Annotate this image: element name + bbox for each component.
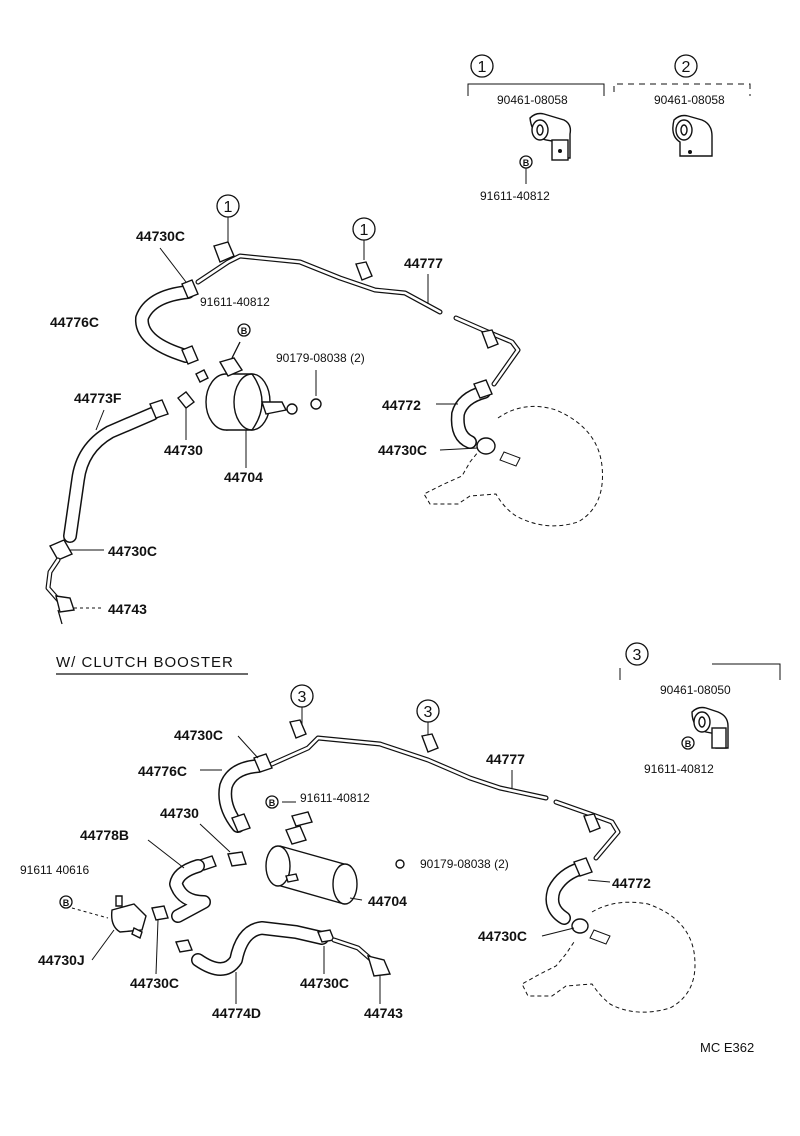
label-top-bolt: 91611-40812 — [200, 295, 270, 309]
hose-clamp-icon — [181, 279, 199, 299]
top-assembly: 1 1 — [45, 194, 603, 625]
bolt-b-icon — [237, 323, 251, 337]
callout-2-number: 2 — [682, 59, 691, 76]
pipe-clip-icon — [213, 241, 499, 349]
top-master-cylinder — [423, 405, 603, 527]
clip-1-part-number: 90461-08058 — [497, 93, 568, 107]
bottom-hose-44776c — [218, 759, 265, 833]
union-icon — [55, 595, 75, 613]
label-bottom-44772: 44772 — [612, 875, 651, 891]
label-bottom-44730c-upper: 44730C — [174, 727, 223, 743]
hose-clamp-icon — [253, 753, 273, 773]
hose-clamp-icon — [49, 539, 73, 561]
clip-3-part-number: 90461-08050 — [660, 683, 731, 697]
callout-circle-1 — [470, 54, 494, 78]
bottom-hose-44772 — [545, 861, 589, 925]
label-bottom-44778b: 44778B — [80, 827, 129, 843]
label-bottom-44774d: 44774D — [212, 1005, 261, 1021]
label-bottom-bolt-left-symbol: B — [63, 898, 70, 908]
section-title-clutch-booster: W/ CLUTCH BOOSTER — [56, 654, 234, 671]
joint-44730j — [110, 895, 147, 939]
bottom-pipe-44777 — [269, 735, 621, 861]
label-bottom-44730c-a: 44730C — [130, 975, 179, 991]
label-top-44704: 44704 — [224, 469, 263, 485]
clip-2-part-number: 90461-08058 — [654, 93, 725, 107]
hose-clamp-icon — [175, 939, 193, 953]
label-bottom-44730c-right: 44730C — [478, 928, 527, 944]
fitting-icon — [227, 851, 247, 867]
bottom-hose-44778b — [169, 859, 211, 923]
clip-3-bolt-symbol: B — [685, 739, 692, 749]
clamp-3-icon — [691, 706, 729, 749]
bolt-b-symbol: B — [523, 158, 530, 168]
fitting-icon — [177, 391, 195, 409]
nut-icon — [310, 398, 322, 410]
bottom-assembly: 3 3 — [20, 684, 696, 1021]
nut-icon — [395, 859, 405, 869]
hose-clamp-icon — [231, 813, 251, 833]
callout-1-number: 1 — [478, 59, 487, 76]
label-top-44743: 44743 — [108, 601, 147, 617]
label-top-44773f: 44773F — [74, 390, 122, 406]
bolt-b-icon — [265, 795, 279, 809]
bottom-master-cylinder — [521, 901, 696, 1013]
top-pipe-44777 — [195, 253, 521, 387]
callout-top-1a: 1 — [224, 199, 233, 216]
bottom-hose-44774d — [191, 921, 329, 976]
hose-clamp-icon — [573, 857, 593, 877]
label-bottom-44730: 44730 — [160, 805, 199, 821]
bottom-tank-44704 — [265, 811, 358, 905]
label-top-44730: 44730 — [164, 442, 203, 458]
clamp-2-icon — [672, 114, 713, 157]
label-top-bolt-symbol: B — [241, 326, 248, 336]
callout-circle-2 — [674, 54, 698, 78]
label-top-44730c-right: 44730C — [378, 442, 427, 458]
label-bottom-bolt-symbol: B — [269, 798, 276, 808]
hose-clamp-icon — [151, 905, 169, 921]
top-hose-44773f — [63, 407, 159, 543]
callout-circle-3 — [625, 642, 649, 666]
label-bottom-44776c: 44776C — [138, 763, 187, 779]
hose-clamp-icon — [181, 345, 199, 365]
label-top-44777: 44777 — [404, 255, 443, 271]
bolt-b-icon — [59, 895, 73, 909]
label-bottom-44777: 44777 — [486, 751, 525, 767]
top-tank-44704 — [195, 341, 298, 431]
top-hose-44776c — [134, 285, 195, 363]
clip-1-inset: 1 90461-08058 B 91611-40812 — [467, 54, 605, 203]
clip-2-inset: 2 90461-08058 — [613, 54, 751, 157]
hose-clamp-icon — [149, 399, 169, 419]
bolt-b-icon — [681, 736, 695, 750]
label-top-44772: 44772 — [382, 397, 421, 413]
hose-clamp-icon — [476, 437, 496, 455]
callout-3-number: 3 — [633, 647, 642, 664]
diagram-code: MC E362 — [700, 1040, 754, 1055]
pipe-clip-icon — [289, 719, 601, 833]
label-top-44776c: 44776C — [50, 314, 99, 330]
label-bottom-44730c-b: 44730C — [300, 975, 349, 991]
union-icon — [366, 955, 392, 977]
top-hose-44772 — [450, 385, 491, 449]
label-bottom-nut: 90179-08038 (2) — [420, 857, 509, 871]
label-bottom-44730j: 44730J — [38, 952, 85, 968]
label-top-44730c-lower: 44730C — [108, 543, 157, 559]
hose-clamp-icon — [473, 379, 493, 399]
label-top-44730c-upper: 44730C — [136, 228, 185, 244]
label-top-nut: 90179-08038 (2) — [276, 351, 365, 365]
label-bottom-bolt: 91611-40812 — [300, 791, 370, 805]
label-bottom-44743: 44743 — [364, 1005, 403, 1021]
label-bottom-bolt-left: 91611 40616 — [20, 863, 90, 877]
clip-1-bolt-number: 91611-40812 — [480, 189, 550, 203]
clip-3-bolt-number: 91611-40812 — [644, 762, 714, 776]
clamp-1-icon — [529, 112, 572, 161]
hose-clamp-icon — [571, 918, 589, 934]
clip-3-inset: 3 90461-08050 B 91611-40812 — [619, 642, 781, 776]
callout-bottom-3b: 3 — [424, 704, 433, 721]
label-bottom-44704: 44704 — [368, 893, 407, 909]
callout-bottom-3a: 3 — [298, 689, 307, 706]
callout-top-1b: 1 — [360, 222, 369, 239]
